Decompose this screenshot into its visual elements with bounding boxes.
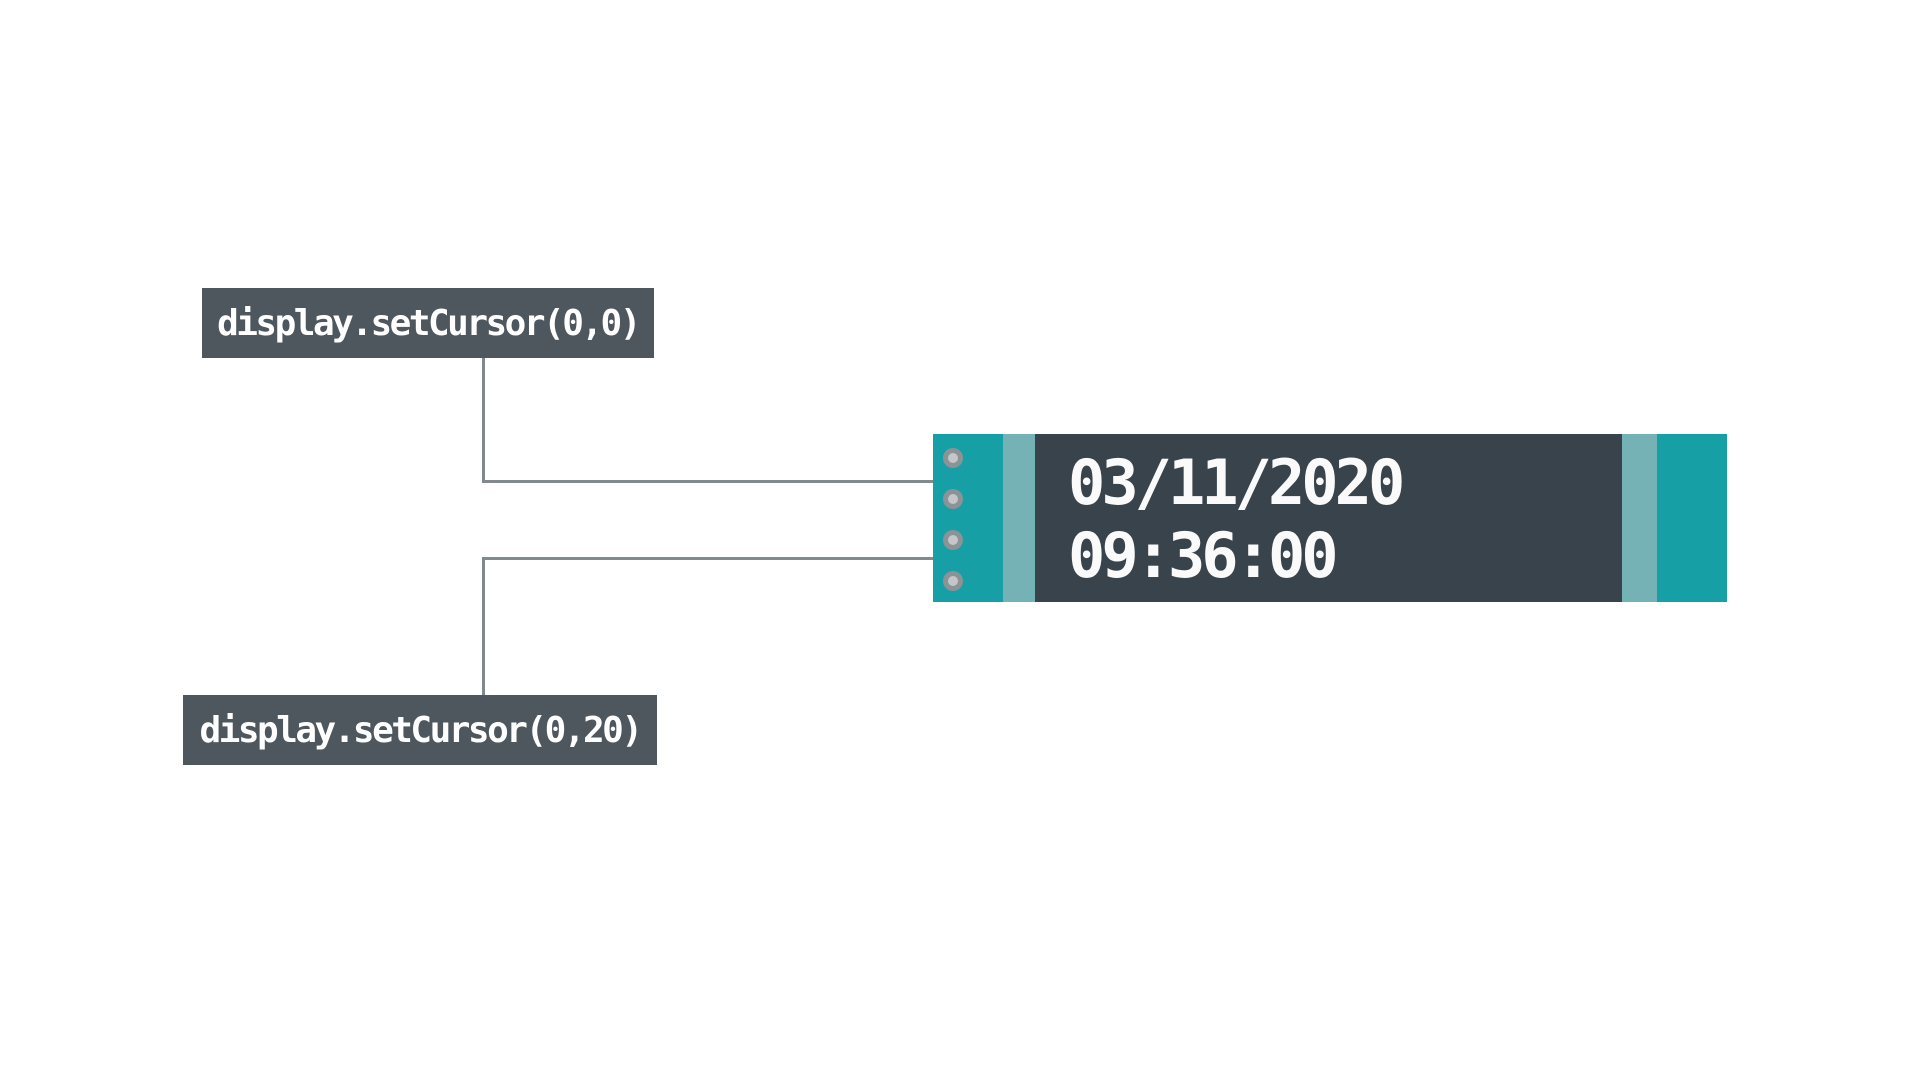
solder-strip-right (1622, 434, 1657, 602)
code-label-text: display.setCursor(0,20) (199, 709, 644, 751)
pin-icon (943, 571, 963, 591)
pin-header-left (933, 434, 1003, 602)
oled-time-line: 09:36:00 (1068, 519, 1339, 592)
pin-icon (943, 489, 963, 509)
oled-date-line: 03/11/2020 (1068, 446, 1405, 519)
code-label-text: display.setCursor(0,0) (217, 302, 641, 344)
leader-line-2-vertical (482, 557, 485, 695)
leader-line-1-horizontal (482, 480, 1056, 483)
leader-line-2-horizontal (482, 557, 1056, 560)
code-label-setcursor-0-20: display.setCursor(0,20) (183, 695, 657, 765)
solder-strip-left (1003, 434, 1035, 602)
leader-line-1-vertical (482, 358, 485, 483)
pin-header-right (1657, 434, 1727, 602)
pin-icon (943, 530, 963, 550)
pin-icon (943, 448, 963, 468)
code-label-setcursor-0-0: display.setCursor(0,0) (202, 288, 654, 358)
